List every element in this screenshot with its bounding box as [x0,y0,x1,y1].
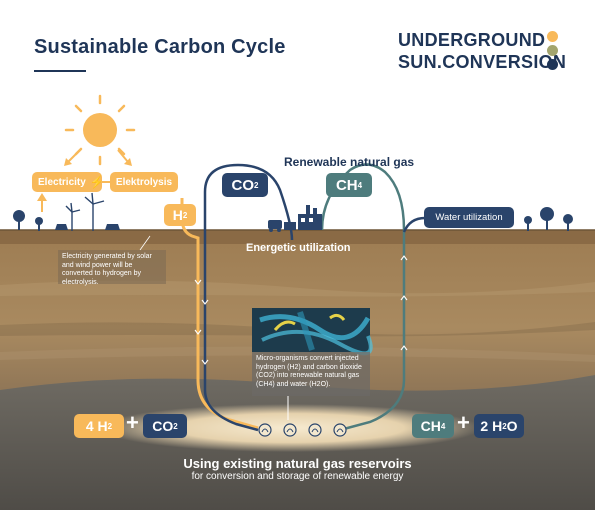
brand-dot-navy [547,59,558,70]
solar-panel-icon [55,224,120,230]
out-h2o-post: O [506,418,518,434]
trees-left [13,210,43,231]
in-h2-sub: 2 [107,421,113,431]
microbe-icon [258,423,347,437]
renewable-gas-label: Renewable natural gas [284,155,415,169]
co2-loop-line [203,163,294,241]
co2-sub: 2 [254,180,259,190]
out-h2o-sub: 2 [502,421,507,431]
plus-right: + [457,410,470,435]
arrow-up-icon [37,193,47,212]
microscope-image [252,308,373,396]
electrolysis-connector [101,181,111,183]
industry-icon [268,205,322,232]
in-co2-label: CO [152,418,174,434]
brand-name-line2: SUN.CONVERSION [398,52,567,72]
page-title: Sustainable Carbon Cycle [34,36,286,58]
lightning-icon: ⚡ [89,175,105,189]
trees-right [524,207,573,231]
sun-icon [64,94,136,166]
title-underline [34,70,86,72]
h2-label: H [172,207,183,223]
energetic-utilization-label: Energetic utilization [246,242,351,254]
brand-dot-olive [547,45,558,56]
out-h2o-pre: 2 H [480,418,503,434]
brand-dot-orange [547,31,558,42]
out-ch4-sub: 4 [440,421,446,431]
ch4-sub: 4 [357,180,363,190]
out-ch4-label: CH [420,418,441,434]
electricity-label: Electricity [38,176,86,188]
h2-sub: 2 [182,210,188,220]
reservoir-subheading: for conversion and storage of renewable … [191,471,404,482]
plus-left: + [126,410,139,435]
in-h2-label: 4 H [85,418,108,434]
brand-name-line1: UNDERGROUND [398,30,546,50]
in-co2-sub: 2 [173,421,178,431]
electricity-box: Electricity ⚡ [32,172,105,192]
reservoir-heading: Using existing natural gas reservoirs [183,456,412,471]
flow-arrow-icon [194,255,408,365]
microbe-caption: Micro-organisms convert injected hydroge… [256,355,362,388]
electricity-caption: Electricity generated by solar and wind … [62,253,152,286]
electrolysis-box: Elektrolysis [110,172,178,192]
co2-label: CO [231,176,255,194]
water-utilization-box: Water utilization [424,207,514,228]
wind-turbine-icon [65,192,105,231]
ch4-label: CH [335,176,358,194]
